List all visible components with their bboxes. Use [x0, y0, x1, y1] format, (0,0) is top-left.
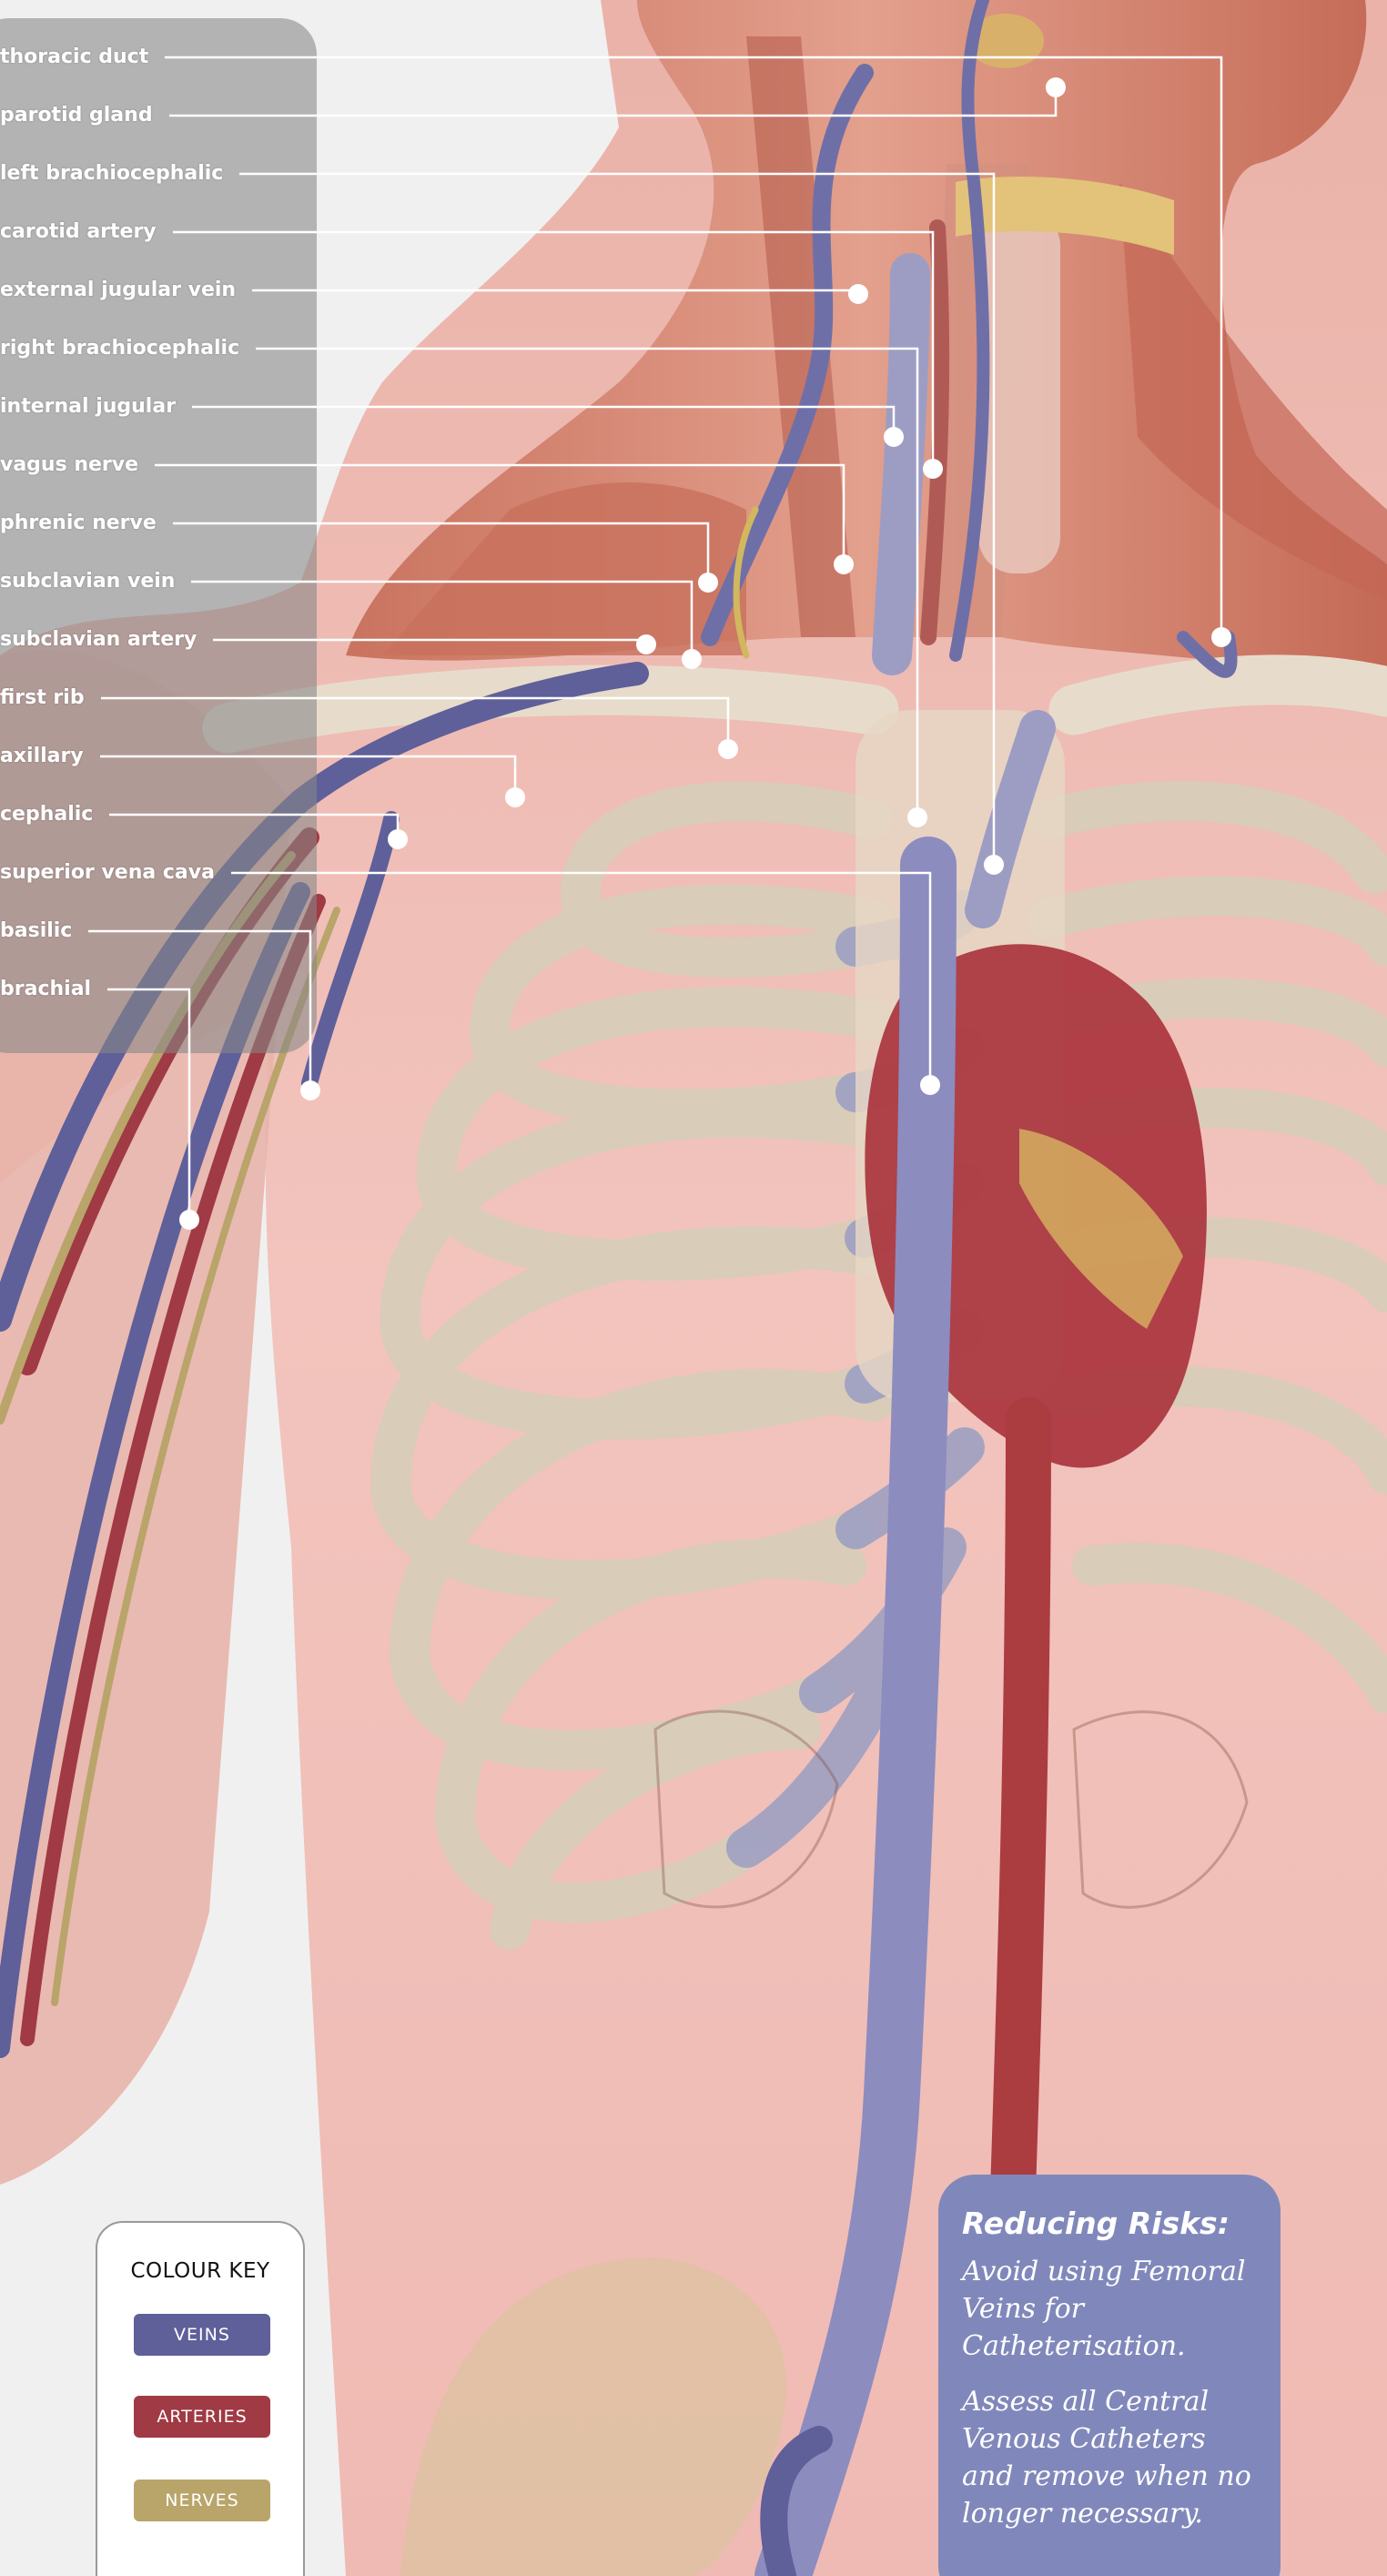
colour-key-title: COLOUR KEY	[97, 2259, 303, 2283]
label-brachial: brachial	[0, 977, 91, 1002]
label-phrenic-nerve: phrenic nerve	[0, 511, 157, 536]
label-parotid-gland: parotid gland	[0, 103, 153, 128]
key-nerves: NERVES	[134, 2480, 270, 2521]
colour-key: COLOUR KEY VEINS ARTERIES NERVES	[96, 2221, 305, 2576]
label-cephalic: cephalic	[0, 802, 93, 827]
label-axillary: axillary	[0, 744, 84, 769]
label-external-jugular-vein: external jugular vein	[0, 278, 236, 303]
label-basilic: basilic	[0, 918, 72, 944]
reducing-risks-callout: Reducing Risks: Avoid using Femoral Vein…	[938, 2175, 1281, 2576]
label-thoracic-duct: thoracic duct	[0, 45, 148, 70]
label-right-brachiocephalic: right brachiocephalic	[0, 336, 239, 361]
label-internal-jugular: internal jugular	[0, 394, 176, 420]
label-subclavian-artery: subclavian artery	[0, 627, 197, 653]
label-left-brachiocephalic: left brachiocephalic	[0, 161, 223, 187]
callout-paragraph-1: Avoid using Femoral Veins for Catheteris…	[962, 2253, 1259, 2365]
label-superior-vena-cava: superior vena cava	[0, 860, 215, 886]
label-subclavian-vein: subclavian vein	[0, 569, 175, 594]
callout-heading: Reducing Risks:	[962, 2206, 1259, 2242]
label-vagus-nerve: vagus nerve	[0, 452, 138, 478]
key-veins: VEINS	[134, 2314, 270, 2356]
callout-paragraph-2: Assess all Central Venous Catheters and …	[962, 2383, 1259, 2532]
label-first-rib: first rib	[0, 685, 85, 711]
key-arteries: ARTERIES	[134, 2396, 270, 2438]
label-carotid-artery: carotid artery	[0, 219, 157, 245]
